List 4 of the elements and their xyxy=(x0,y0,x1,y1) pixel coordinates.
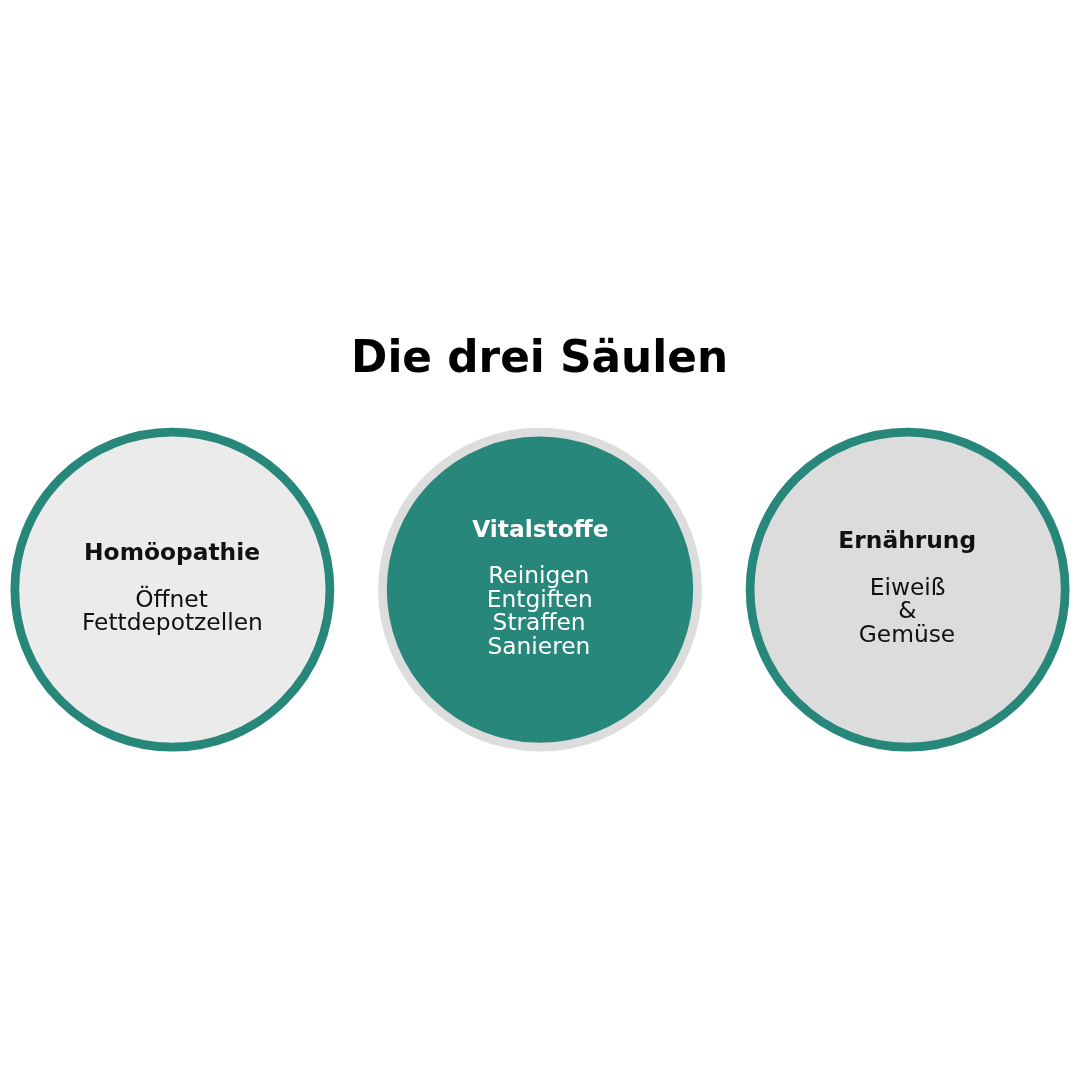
node-circle: Homöopathie Öffnet Fettdepotzellen xyxy=(10,427,335,752)
diagram-title: Die drei Säulen xyxy=(351,331,729,383)
node-circle: Vitalstoffe Reinigen Entgiften Straffen Sanieren xyxy=(378,427,702,752)
node-circle: Ernährung Eiweiß & Gemüse xyxy=(745,427,1070,752)
